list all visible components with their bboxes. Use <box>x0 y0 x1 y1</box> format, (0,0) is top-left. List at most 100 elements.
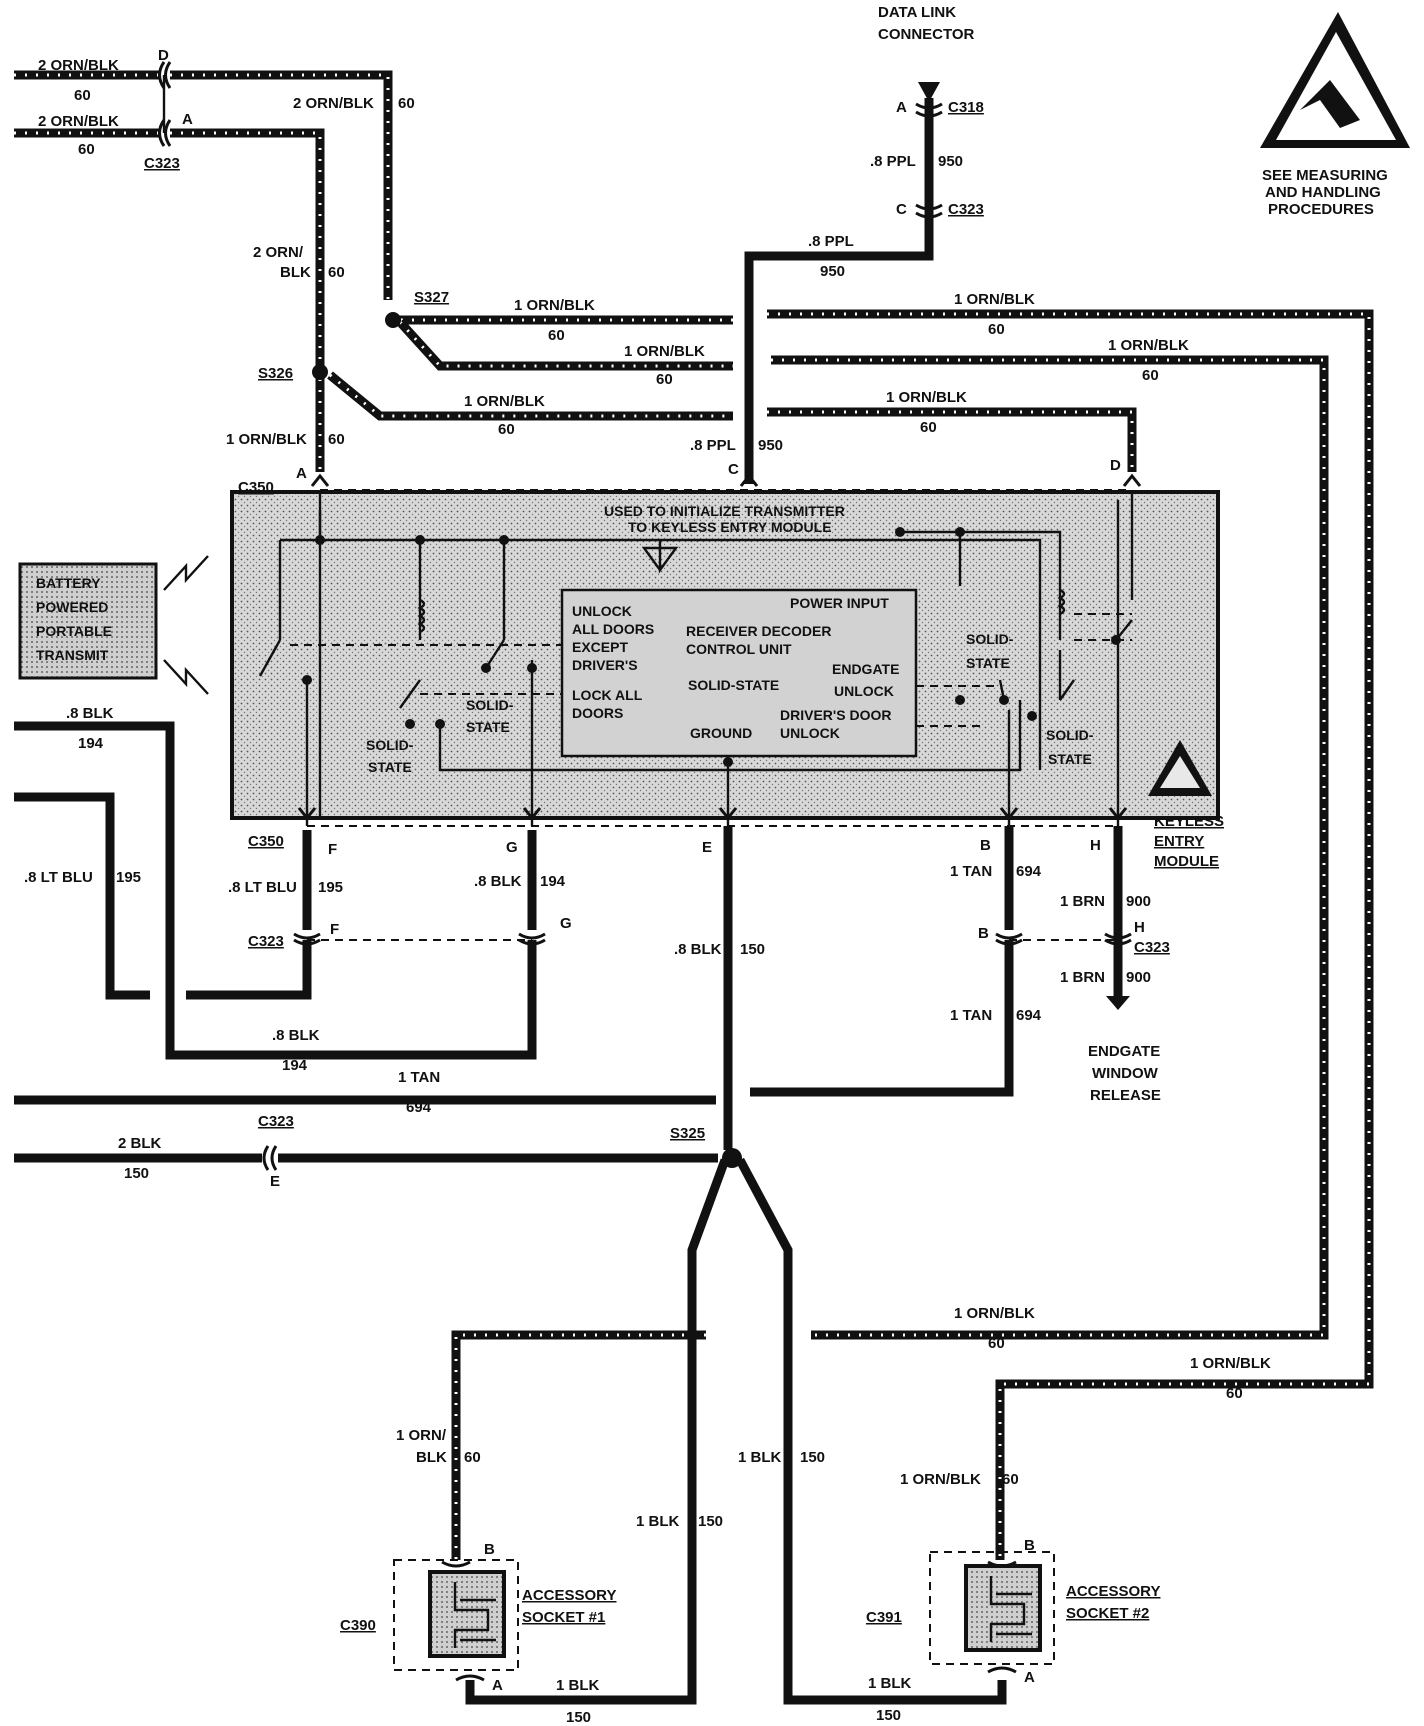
socket2-label-1: ACCESSORY <box>1066 1583 1160 1600</box>
pin-label-h-c323: H <box>1134 919 1145 936</box>
wire-label-orn-blk-1i: 1 ORN/BLK <box>1190 1355 1271 1372</box>
module-esd-icon <box>1148 740 1212 796</box>
pin-label-a-c323: A <box>182 111 193 128</box>
wire-label-orn-blk-1e: 1 ORN/BLK <box>954 291 1035 308</box>
circuit-label-60b: 60 <box>78 141 95 158</box>
wire-label-orn-blk-1g: 1 ORN/BLK <box>886 389 967 406</box>
circuit-label-60l: 60 <box>988 1335 1005 1352</box>
pin-label-g-c350: G <box>506 839 518 856</box>
wire-label-blk-2: 2 BLK <box>118 1135 162 1152</box>
circuit-label-60a: 60 <box>74 87 91 104</box>
wire-label-ppl-8b: .8 PPL <box>808 233 854 250</box>
module-name-3: MODULE <box>1154 853 1219 870</box>
wire-label-tan-1a: 1 TAN <box>950 863 992 880</box>
drivers-door-2: UNLOCK <box>780 725 840 741</box>
inline-connectors <box>158 61 1132 1682</box>
esd-note-2: AND HANDLING <box>1265 184 1381 201</box>
pin-label-a-c350: A <box>296 465 307 482</box>
wire-label-lt-blu-8b: .8 LT BLU <box>228 879 297 896</box>
wire-label-orn-blk-1f: 1 ORN/BLK <box>1108 337 1189 354</box>
power-input-label: POWER INPUT <box>790 595 889 611</box>
receiver-label-2: CONTROL UNIT <box>686 641 792 657</box>
orn-blk-wiring <box>14 70 1374 1560</box>
accessory-socket-1 <box>393 1559 519 1671</box>
unlock-all-4: DRIVER'S <box>572 657 638 673</box>
splice-label-s325: S325 <box>670 1125 705 1142</box>
circuit-label-950c: 950 <box>758 437 783 454</box>
pin-label-e-c350: E <box>702 839 712 856</box>
connector-label-c323-right: C323 <box>1134 939 1170 956</box>
connector-label-c350-bottom: C350 <box>248 833 284 850</box>
pin-label-f-c350: F <box>328 841 337 858</box>
circuit-label-150e: 150 <box>566 1709 591 1726</box>
pin-label-g-c323: G <box>560 915 572 932</box>
circuit-label-60f: 60 <box>656 371 673 388</box>
wire-label-orn-blk-1j-2: BLK <box>416 1449 447 1466</box>
solid-state-b-1: SOLID- <box>366 737 414 753</box>
pin-label-b-c323: B <box>978 925 989 942</box>
solid-state-b-2: STATE <box>368 759 412 775</box>
connector-label-c391: C391 <box>866 1609 902 1626</box>
connector-label-c318: C318 <box>948 99 984 116</box>
wire-label-orn-blk-2d-1: 2 ORN/ <box>253 244 304 261</box>
wire-label-blk-8c: .8 BLK <box>674 941 722 958</box>
circuit-label-950b: 950 <box>820 263 845 280</box>
wire-label-blk-8b: .8 BLK <box>474 873 522 890</box>
connector-label-c323-dlc: C323 <box>948 201 984 218</box>
connector-label-c323-bottom: C323 <box>258 1113 294 1130</box>
wire-label-orn-blk-1b: 1 ORN/BLK <box>624 343 705 360</box>
wire-label-blk-8d: .8 BLK <box>272 1027 320 1044</box>
socket1-label-1: ACCESSORY <box>522 1587 616 1604</box>
wire-label-lt-blu-8a: .8 LT BLU <box>24 869 93 886</box>
circuit-label-60g: 60 <box>498 421 515 438</box>
pin-label-d-c350: D <box>1110 457 1121 474</box>
solid-state-a-2: STATE <box>466 719 510 735</box>
accessory-socket-2 <box>929 1551 1055 1665</box>
solid-state-d-1: SOLID- <box>1046 727 1094 743</box>
pin-label-h-c350: H <box>1090 837 1101 854</box>
circuit-label-60c: 60 <box>398 95 415 112</box>
splice-s327 <box>385 312 401 328</box>
solid-state-c-2: STATE <box>966 655 1010 671</box>
wire-label-orn-blk-1h: 1 ORN/BLK <box>954 1305 1035 1322</box>
endgate-unlock-2: UNLOCK <box>834 683 894 699</box>
c350-top-pins <box>310 473 1142 487</box>
wire-label-orn-blk-1d: 1 ORN/BLK <box>226 431 307 448</box>
pin-label-d-c323: D <box>158 47 169 64</box>
circuit-label-60h: 60 <box>328 431 345 448</box>
rf-signal-icon-2 <box>163 659 209 695</box>
wire-label-orn-blk-2d-2: BLK <box>280 264 311 281</box>
circuit-label-60d: 60 <box>328 264 345 281</box>
circuit-label-60e: 60 <box>548 327 565 344</box>
circuit-label-60j: 60 <box>1142 367 1159 384</box>
wire-label-brn-1b: 1 BRN <box>1060 969 1105 986</box>
init-note-1: USED TO INITIALIZE TRANSMITTER <box>604 503 845 519</box>
module-name-1: KEYLESS <box>1154 813 1224 830</box>
lock-all-2: DOORS <box>572 705 623 721</box>
socket1-label-2: SOCKET #1 <box>522 1609 605 1626</box>
pin-label-b-c390: B <box>484 1541 495 1558</box>
circuit-label-60i: 60 <box>988 321 1005 338</box>
wire-label-orn-blk-1a: 1 ORN/BLK <box>514 297 595 314</box>
transmitter-label-2: POWERED <box>36 599 108 615</box>
endgate-release-3: RELEASE <box>1090 1087 1161 1104</box>
circuit-label-60m: 60 <box>1226 1385 1243 1402</box>
pin-label-a-c318: A <box>896 99 907 116</box>
endgate-release-2: WINDOW <box>1092 1065 1159 1082</box>
module-name-2: ENTRY <box>1154 833 1204 850</box>
solid-state-c-1: SOLID- <box>966 631 1014 647</box>
wire-label-blk-8a: .8 BLK <box>66 705 114 722</box>
wire-label-brn-1a: 1 BRN <box>1060 893 1105 910</box>
circuit-label-694a: 694 <box>1016 863 1042 880</box>
pin-label-f-c323: F <box>330 921 339 938</box>
init-note-2: TO KEYLESS ENTRY MODULE <box>628 519 832 535</box>
wire-label-orn-blk-2c: 2 ORN/BLK <box>293 95 374 112</box>
wire-label-ppl-8a: .8 PPL <box>870 153 916 170</box>
wire-label-blk-1c: 1 BLK <box>556 1677 600 1694</box>
circuit-label-60o: 60 <box>1002 1471 1019 1488</box>
receiver-label-1: RECEIVER DECODER <box>686 623 831 639</box>
circuit-label-195b: 195 <box>318 879 343 896</box>
ground-label: GROUND <box>690 725 752 741</box>
splice-label-s327: S327 <box>414 289 449 306</box>
